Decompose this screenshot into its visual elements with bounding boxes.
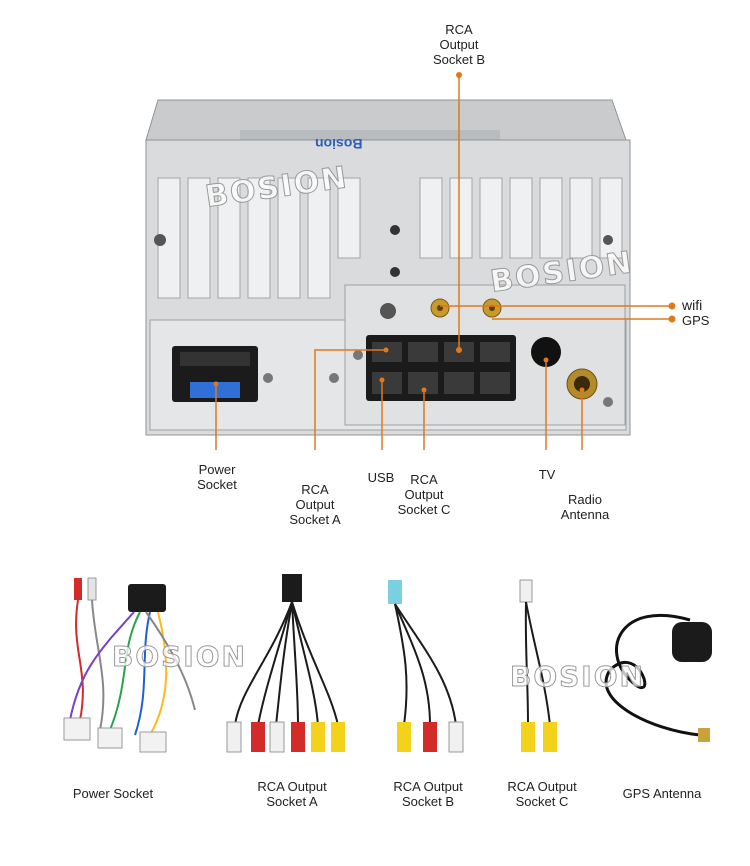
- rca-cable-c-icon: [519, 579, 557, 752]
- callout-power-socket: Power Socket: [197, 462, 237, 492]
- callout-radio-antenna: Radio Antenna: [560, 492, 610, 522]
- watermark: BOSION: [510, 660, 645, 694]
- watermark: BOSION: [112, 640, 247, 674]
- caption-gps-antenna: GPS Antenna: [622, 786, 702, 801]
- callout-gps: GPS: [682, 313, 710, 328]
- caption-power-socket: Power Socket: [72, 786, 154, 801]
- callout-rca-output-socket-c: RCA Output Socket C: [397, 472, 451, 517]
- caption-rca-output-socket-a: RCA Output Socket A: [257, 779, 327, 809]
- unit-brand-label: Bosion: [315, 136, 363, 152]
- accessories-illustration: [63, 574, 712, 753]
- gps-antenna-icon: [604, 613, 712, 742]
- caption-rca-output-socket-c: RCA Output Socket C: [507, 779, 577, 809]
- power-harness-icon: [63, 577, 196, 753]
- caption-rca-output-socket-b: RCA Output Socket B: [393, 779, 463, 809]
- callout-tv: TV: [538, 467, 556, 482]
- head-unit-rear-panel: [145, 72, 676, 450]
- callout-rca-output-socket-b: RCA Output Socket B: [432, 22, 486, 67]
- callout-usb: USB: [367, 470, 395, 485]
- callout-rca-output-socket-a: RCA Output Socket A: [289, 482, 341, 527]
- callout-wifi: wifi: [682, 297, 703, 313]
- rca-cable-b-icon: [388, 580, 464, 753]
- rca-cable-a-icon: [226, 574, 345, 753]
